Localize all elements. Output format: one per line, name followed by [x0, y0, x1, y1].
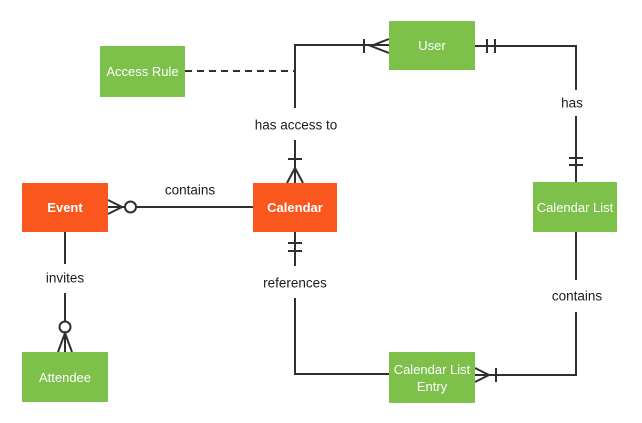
entity-label: Calendar List: [536, 199, 614, 215]
entity-attendee[interactable]: Attendee: [22, 352, 108, 402]
entity-label: Calendar: [267, 200, 323, 215]
entity-event[interactable]: Event: [22, 183, 108, 232]
entity-label: Calendar List Entry: [393, 361, 471, 394]
edge-user-has-calendar-list: [475, 39, 583, 182]
edge-line: [475, 312, 577, 376]
edge-label-has: has: [558, 95, 586, 111]
edge-calendar-list-contains-entry: [474, 232, 577, 383]
crow-foot-icon: [474, 367, 492, 383]
edge-label-has-access-to: has access to: [251, 117, 341, 133]
entity-calendar-list-entry[interactable]: Calendar List Entry: [389, 352, 475, 403]
entity-access-rule[interactable]: Access Rule: [100, 46, 185, 97]
edge-line: [294, 298, 389, 375]
edge-label-references: references: [260, 275, 330, 291]
entity-label: Attendee: [38, 369, 92, 385]
zero-ring-icon: [124, 200, 137, 214]
crow-foot-icon: [286, 165, 304, 184]
entity-calendar[interactable]: Calendar: [253, 183, 337, 232]
entity-label: Access Rule: [106, 64, 179, 79]
edge-label-invites: invites: [42, 270, 88, 286]
edge-label-contains-right: contains: [548, 288, 606, 304]
edge-event-invites-attendee: [57, 232, 73, 353]
entity-user[interactable]: User: [389, 21, 475, 70]
crow-foot-icon: [107, 199, 125, 215]
edge-line: [475, 45, 577, 90]
edge-event-contains-calendar: [107, 199, 253, 215]
entity-calendar-list[interactable]: Calendar List: [533, 182, 617, 232]
crow-foot-icon: [57, 330, 73, 353]
edge-calendar-references-entry: [288, 232, 389, 375]
entity-label: User: [418, 38, 446, 53]
edge-line: [294, 44, 389, 108]
entity-label: Event: [47, 200, 83, 215]
edge-calendar-has-access-to-user: [286, 38, 390, 184]
edge-label-contains-left: contains: [161, 182, 219, 198]
crow-foot-icon: [368, 38, 390, 54]
